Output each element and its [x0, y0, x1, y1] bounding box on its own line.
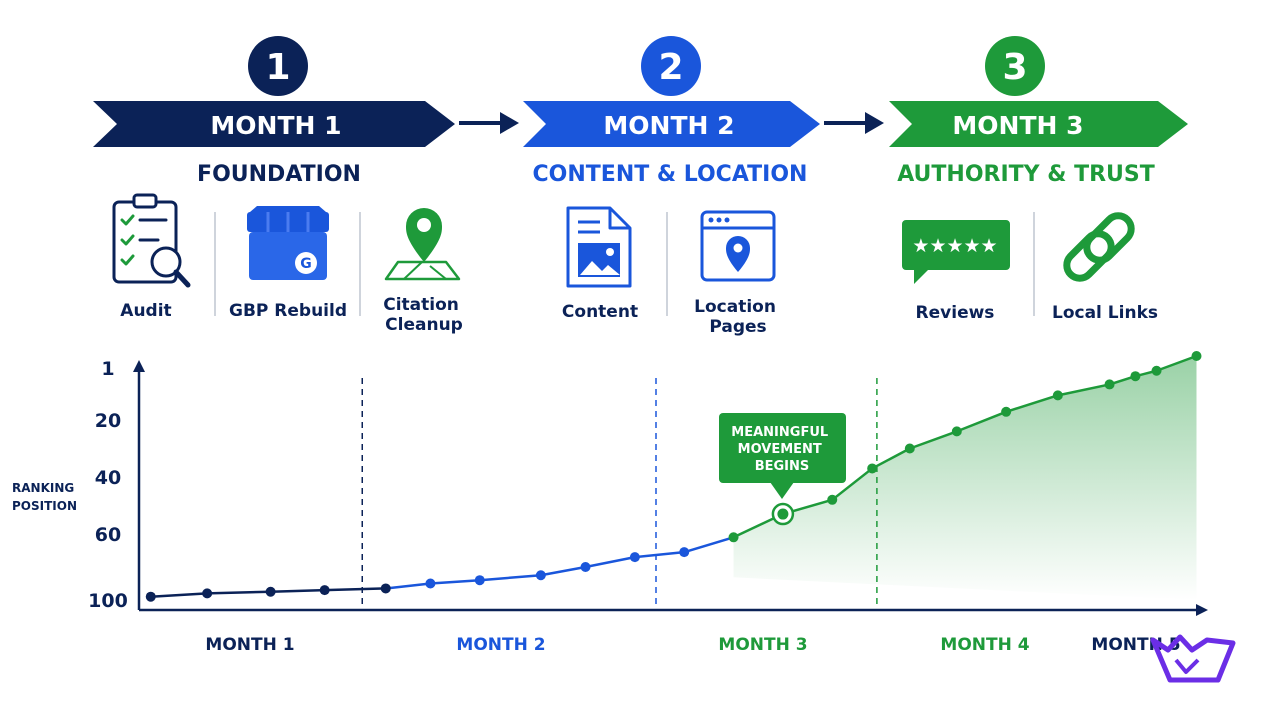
gbp-rebuild-label: GBP Rebuild — [229, 301, 347, 321]
data-point — [474, 575, 485, 586]
month-2-banner — [523, 101, 820, 147]
data-point — [202, 588, 213, 599]
data-point — [425, 578, 436, 589]
y-axis-arrow-icon — [133, 360, 145, 372]
phase-arrow-icon — [824, 112, 884, 134]
svg-text:G: G — [300, 256, 312, 272]
data-point — [867, 463, 878, 474]
y-tick-label: 40 — [95, 467, 121, 489]
data-point — [1191, 351, 1202, 361]
data-point — [319, 585, 330, 596]
step-2-circle — [641, 36, 701, 96]
data-point — [1130, 371, 1141, 382]
data-point — [827, 494, 838, 505]
x-tick-label: MONTH 1 — [205, 635, 294, 655]
data-point — [1001, 406, 1012, 417]
callout-text: MEANINGFUL MOVEMENT BEGINS — [731, 425, 832, 474]
month-1-banner — [93, 101, 455, 147]
chain-link-icon — [1063, 212, 1135, 282]
audit-label: Audit — [120, 301, 171, 321]
step-2-number: 2 — [658, 47, 683, 88]
step-3-circle — [985, 36, 1045, 96]
series-line-segment — [385, 536, 734, 590]
step-1-circle — [248, 36, 308, 96]
month-3-banner-label: MONTH 3 — [952, 111, 1083, 140]
data-point — [580, 562, 591, 572]
phase-1-subtitle: FOUNDATION — [197, 162, 361, 187]
data-point — [1151, 365, 1162, 376]
document-image-icon — [566, 206, 632, 288]
content-label: Content — [562, 302, 638, 322]
x-tick-label: MONTH 3 — [718, 635, 807, 655]
data-point — [265, 586, 276, 597]
x-axis-arrow-icon — [1196, 604, 1208, 616]
y-tick-label: 20 — [95, 410, 121, 432]
growth-area — [733, 356, 1197, 600]
google-business-storefront-icon: G — [247, 206, 329, 280]
data-point — [380, 583, 391, 594]
phase-1: 1 MONTH 1 FOUNDATION Audit G GBP Rebu — [93, 36, 465, 335]
data-point — [145, 591, 156, 602]
data-point — [679, 547, 690, 558]
location-pages-label: Location Pages — [694, 297, 782, 337]
crown-logo-icon — [1150, 634, 1236, 683]
y-tick-label: 60 — [95, 524, 121, 546]
data-point — [728, 532, 739, 543]
reviews-label: Reviews — [916, 303, 995, 323]
review-stars-icon: ★★★★★ — [902, 220, 1010, 284]
x-tick-label: MONTH 2 — [456, 635, 545, 655]
map-pin-icon — [384, 208, 461, 281]
data-point — [904, 443, 915, 454]
y-tick-label: 1 — [101, 358, 114, 380]
phase-2: 2 MONTH 2 CONTENT & LOCATION Content — [523, 36, 820, 337]
data-point — [1052, 390, 1063, 401]
phase-3: 3 MONTH 3 AUTHORITY & TRUST ★★★★★ Review… — [889, 36, 1188, 323]
callout-pointer-icon — [770, 482, 794, 499]
month-1-banner-label: MONTH 1 — [210, 111, 341, 140]
audit-clipboard-magnifier-icon — [112, 193, 191, 288]
step-3-number: 3 — [1002, 47, 1027, 88]
data-point — [951, 426, 962, 437]
callout: MEANINGFUL MOVEMENT BEGINS — [719, 413, 846, 499]
citation-cleanup-label: Citation Cleanup — [383, 295, 465, 335]
ranking-chart: RANKING POSITION 1 20 40 60 100 MONTH 1 MONTH… — [12, 351, 1208, 655]
svg-text:★★★★★: ★★★★★ — [912, 235, 997, 257]
phase-3-subtitle: AUTHORITY & TRUST — [897, 162, 1155, 187]
month-3-banner — [889, 101, 1188, 147]
highlight-point — [777, 508, 789, 520]
phase-arrow-icon — [459, 112, 519, 134]
month-2-banner-label: MONTH 2 — [603, 111, 734, 140]
x-tick-label: MONTH 4 — [940, 635, 1029, 655]
data-point — [1104, 379, 1115, 390]
y-axis-label: RANKING POSITION — [12, 481, 78, 513]
data-point — [535, 570, 546, 581]
data-point — [629, 552, 640, 563]
step-1-number: 1 — [265, 47, 290, 88]
phase-2-subtitle: CONTENT & LOCATION — [533, 162, 808, 187]
local-links-label: Local Links — [1052, 303, 1158, 323]
y-tick-label: 100 — [88, 590, 128, 612]
callout-box — [719, 413, 846, 483]
browser-location-icon — [700, 210, 776, 282]
